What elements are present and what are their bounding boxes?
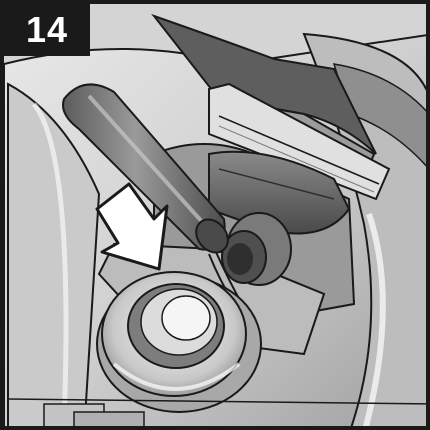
- hose-connection-port: [96, 271, 262, 413]
- open-lid: [151, 13, 391, 201]
- direction-arrow: [95, 182, 169, 271]
- step-number-badge: 14: [4, 4, 90, 56]
- crevice-nozzle: [62, 83, 243, 305]
- vacuum-illustration: [4, 4, 426, 426]
- front-edge: [7, 398, 426, 426]
- upholstery-nozzle: [208, 150, 351, 286]
